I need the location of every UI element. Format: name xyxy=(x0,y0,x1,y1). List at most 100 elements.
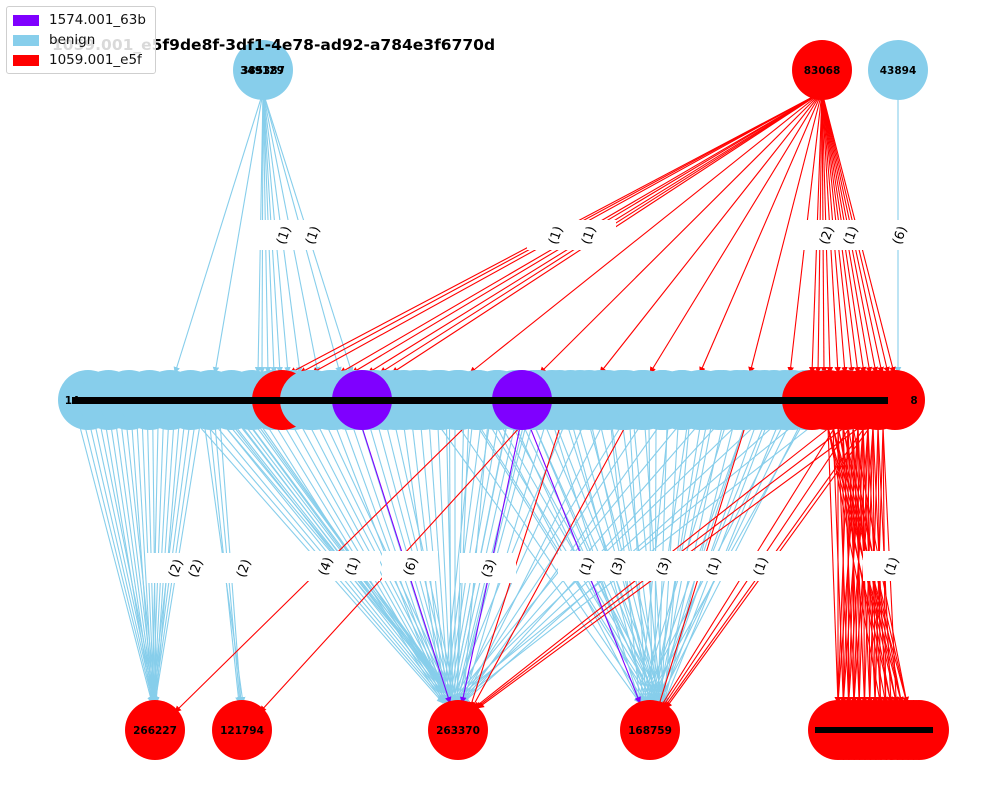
node-top-1 xyxy=(792,40,852,100)
edge-red-cluster-42 xyxy=(835,426,859,704)
edge-mid-blue-a0 xyxy=(79,426,154,704)
node-bottom-label-3: 168759 xyxy=(628,725,672,737)
edge-label-lower-2-box xyxy=(215,553,271,583)
edge-label-lower-4: (1) xyxy=(343,555,363,577)
edge-top-red-11 xyxy=(649,91,823,374)
node-mid-label-first: 14 xyxy=(65,395,80,407)
edge-top-blue-0 xyxy=(173,91,264,374)
legend-swatch-1059 xyxy=(13,54,39,66)
node-top-2 xyxy=(868,40,928,100)
edge-label-upper-5-box xyxy=(822,220,878,250)
edge-red-cluster-0 xyxy=(827,426,842,704)
legend-swatch-1574 xyxy=(13,14,39,26)
graph-title: 1059.001_e5f9de8f-3df1-4e78-ad92-a784e3f… xyxy=(52,36,496,54)
edge-label-upper-0: (1) xyxy=(274,224,294,246)
edge-top-red-9 xyxy=(539,91,823,374)
node-bottom-label-1: 121794 xyxy=(220,725,264,737)
edge-mid-blue-b13 xyxy=(310,426,454,704)
edge-mid-blue-b28 xyxy=(437,426,455,704)
edge-red-cluster-44 xyxy=(845,426,869,704)
edge-mid-blue-b27 xyxy=(428,426,452,704)
edge-mid-blue-a7 xyxy=(115,426,157,704)
edge-label-upper-3: (1) xyxy=(579,224,599,246)
node-bottom-label-0: 266227 xyxy=(133,725,177,737)
edge-top-red-10 xyxy=(599,91,823,374)
edge-label-lower-5-box xyxy=(382,551,438,581)
edge-label-upper-6-box xyxy=(871,220,927,250)
node-top-0 xyxy=(233,40,293,100)
legend: 1574.001_63b benign 1059.001_e5f xyxy=(6,6,156,74)
legend-swatch-benign xyxy=(13,34,39,46)
edge-label-lower-9: (3) xyxy=(654,555,674,577)
node-top-label-2: 43894 xyxy=(880,65,917,77)
edge-label-lower-5: (6) xyxy=(401,555,421,577)
node-bottom-cluster-labels xyxy=(815,727,933,733)
edge-label-lower-10: (1) xyxy=(704,555,724,577)
legend-label-1059: 1059.001_e5f xyxy=(49,52,142,68)
node-mid-overlap-labels xyxy=(72,397,888,404)
edge-label-lower-6: (3) xyxy=(479,557,499,579)
edge-top-red-12 xyxy=(699,91,823,374)
legend-item-1574: 1574.001_63b xyxy=(13,10,149,30)
edge-mid-blue-a5 xyxy=(105,426,155,704)
edge-label-lower-11-box xyxy=(732,551,788,581)
node-bottom-1 xyxy=(212,700,272,760)
edge-mid-blue-a11 xyxy=(136,426,156,704)
edge-mid-blue-b32 xyxy=(440,426,473,704)
edge-label-lower-12: (1) xyxy=(882,555,902,577)
edge-label-lower-0: (2) xyxy=(166,557,186,579)
node-bottom-3 xyxy=(620,700,680,760)
legend-label-1574: 1574.001_63b xyxy=(49,12,146,28)
edge-mid-blue-a6 xyxy=(110,426,156,704)
edge-top-red-8 xyxy=(469,91,823,374)
edge-mid-blue-a3 xyxy=(95,426,157,704)
node-top-label-1: 83068 xyxy=(804,65,841,77)
node-bottom-2 xyxy=(428,700,488,760)
edge-label-lower-4-box xyxy=(324,551,380,581)
edge-label-boxes xyxy=(147,220,927,583)
edge-label-lower-12-box xyxy=(863,551,919,581)
edge-mid-blue-c2 xyxy=(458,426,647,704)
legend-label-benign: benign xyxy=(49,32,96,48)
node-top-label-0: 385387 xyxy=(241,65,285,77)
edge-mid-blue-c15 xyxy=(456,426,584,704)
edge-label-lower-6-box xyxy=(460,553,516,583)
edge-top-red-13 xyxy=(748,91,823,374)
edge-mid-blue-c1 xyxy=(447,426,455,704)
node-mid-label-last: 8 xyxy=(910,395,917,407)
edge-label-upper-5: (1) xyxy=(841,224,861,246)
edge-labels: (1)(1)(1)(1)(2)(1)(6)(2)(2)(2)(4)(1)(6)(… xyxy=(166,224,910,579)
edge-label-upper-2: (1) xyxy=(546,224,566,246)
edge-label-lower-8: (3) xyxy=(608,555,628,577)
edge-mid-blue-a2 xyxy=(89,426,156,704)
edge-top-blue-1 xyxy=(212,91,264,374)
edge-label-upper-1-box xyxy=(284,220,340,250)
edge-red-cluster-37 xyxy=(832,426,888,704)
legend-item-1059: 1059.001_e5f xyxy=(13,50,149,70)
edge-label-lower-11: (1) xyxy=(751,555,771,577)
node-top-label-overlap: 349129 xyxy=(240,65,284,77)
edge-mid-blue-a4 xyxy=(100,426,159,704)
edge-red-cluster-36 xyxy=(827,426,883,704)
legend-item-benign: benign xyxy=(13,30,149,50)
edge-mid-blue-a9 xyxy=(126,426,159,704)
edge-label-lower-10-box xyxy=(685,551,741,581)
edge-label-lower-1-box xyxy=(167,553,223,583)
edge-mid-blue-a1 xyxy=(84,426,155,704)
edge-label-upper-3-box xyxy=(560,220,616,250)
edge-label-upper-4: (2) xyxy=(817,224,837,246)
node-bottom-label-2: 263370 xyxy=(436,725,480,737)
edge-label-upper-1: (1) xyxy=(303,224,323,246)
edge-label-lower-7: (1) xyxy=(577,555,597,577)
node-bottom-0 xyxy=(125,700,185,760)
edge-label-lower-1: (2) xyxy=(186,557,206,579)
edge-label-lower-3: (4) xyxy=(316,555,336,577)
edge-red-263370-1 xyxy=(471,426,626,709)
edge-mid-blue-a10 xyxy=(131,426,155,704)
edge-label-lower-9-box xyxy=(635,551,691,581)
graph-nodes: 385387 83068 43894 349129 14 8 266227 121794 263… xyxy=(58,40,949,760)
edge-mid-blue-c21 xyxy=(456,426,640,704)
edge-mid-blue-c0 xyxy=(439,426,641,704)
edge-label-upper-6: (6) xyxy=(890,224,910,246)
